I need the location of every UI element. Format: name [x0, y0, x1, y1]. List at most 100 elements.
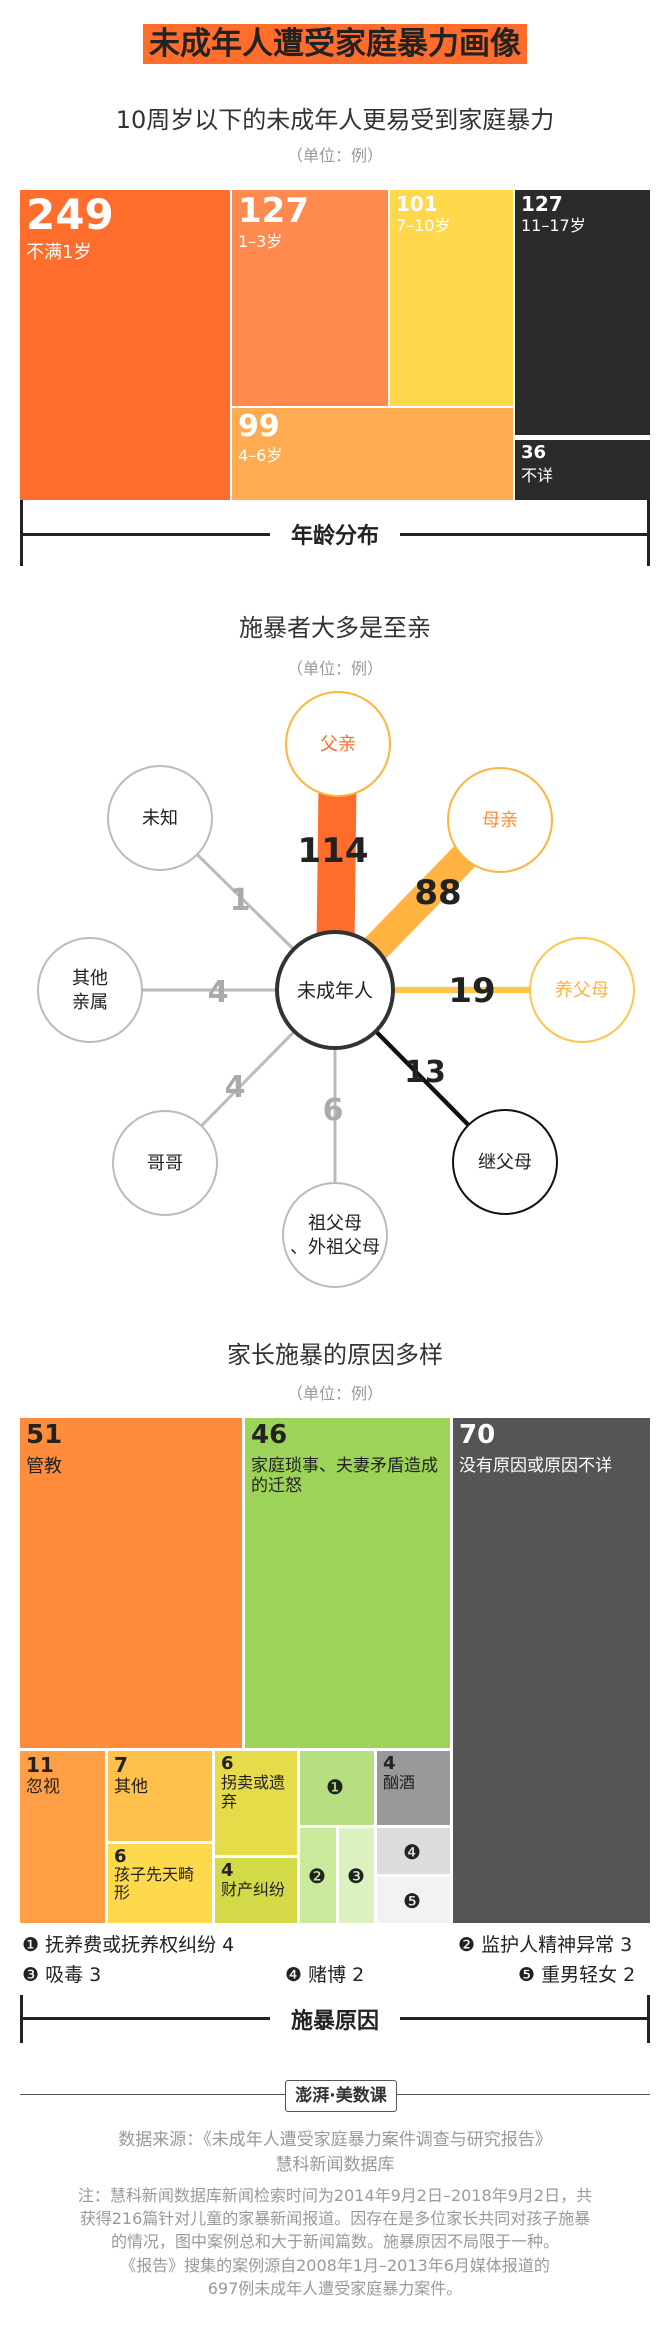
link-value-5: 4	[225, 1070, 246, 1105]
section2-unit: （单位：例）	[286, 659, 383, 678]
tile-son-preference: ❺	[377, 1877, 450, 1923]
legend-mental: ❷ 监护人精神异常 3	[458, 1930, 632, 1957]
tile-value: 70	[459, 1420, 496, 1450]
tile-label: 不满1岁	[26, 242, 92, 263]
tile-value: 99	[238, 409, 280, 444]
node-0	[285, 691, 391, 797]
tile-birth-defect: 6 孩子先天畸形	[108, 1844, 212, 1923]
marker-2: ❷	[308, 1864, 326, 1888]
node-label-2: 养父母	[555, 980, 609, 1001]
tile-label: 4–6岁	[238, 446, 283, 465]
legend-value: 2	[623, 1964, 636, 1986]
legend-value: 2	[352, 1964, 365, 1986]
age-treemap: 249 不满1岁 127 1–3岁 99 4–6岁 101 7–10岁 127 …	[20, 190, 650, 500]
tile-trafficking: 6 拐卖或遗弃	[215, 1751, 297, 1855]
note-line: 注：慧科新闻数据库新闻检索时间为2014年9月2日–2018年9月2日，共	[77, 2186, 593, 2205]
tile-gambling: ❹	[377, 1828, 450, 1874]
tile-value: 4	[383, 1753, 396, 1774]
link-value-1: 88	[414, 873, 461, 913]
tile-under-1: 249 不满1岁	[20, 190, 230, 500]
reason-treemap: 51 管教 46 家庭琐事、夫妻矛盾造成的迁怒 70 没有原因或原因不详 11 …	[20, 1418, 650, 1923]
marker-3: ❸	[347, 1864, 365, 1888]
tile-1-3: 127 1–3岁	[232, 190, 388, 406]
tile-family-conflict: 46 家庭琐事、夫妻矛盾造成的迁怒	[245, 1418, 450, 1748]
note-line: 获得216篇针对儿童的家暴新闻报道。因存在是多位家长共同对孩子施暴	[79, 2209, 591, 2229]
legend-drugs: ❸ 吸毒 3	[22, 1960, 101, 1987]
section3-title: 家长施暴的原因多样	[227, 1341, 443, 1369]
legend-son-preference: ❺ 重男轻女 2	[518, 1960, 635, 1987]
note-line: 697例未成年人遭受家庭暴力案件。	[207, 2278, 463, 2298]
node-label-6: 其他亲属	[72, 968, 108, 1013]
tile-value: 101	[396, 192, 438, 216]
main-title: 未成年人遭受家庭暴力画像	[0, 18, 670, 64]
tile-label: 酗酒	[383, 1773, 416, 1792]
section2-title: 施暴者大多是至亲	[239, 614, 431, 642]
legend-marker: ❶	[22, 1934, 40, 1956]
node-label-7: 未知	[142, 808, 178, 829]
legend-marker: ❺	[518, 1964, 536, 1986]
tile-label: 拐卖或遗弃	[221, 1773, 286, 1812]
tile-label: 7–10岁	[396, 216, 451, 235]
tile-alcohol: 4 酗酒	[377, 1751, 450, 1825]
legend-label: 吸毒	[45, 1964, 84, 1986]
marker-4: ❹	[403, 1840, 421, 1864]
brand-logo: 澎湃·美数课	[285, 2080, 397, 2112]
node-6	[37, 937, 143, 1043]
tile-value: 36	[521, 442, 547, 463]
tile-discipline: 51 管教	[20, 1418, 242, 1748]
tile-value: 127	[521, 192, 563, 216]
marker-5: ❺	[403, 1889, 421, 1913]
tile-drugs: ❸	[339, 1828, 374, 1923]
node-7	[107, 765, 213, 871]
link-value-0: 114	[298, 831, 369, 871]
tile-other: 7 其他	[108, 1751, 212, 1841]
link-value-2: 19	[448, 971, 495, 1011]
tile-value: 7	[114, 1753, 128, 1777]
tile-value: 249	[26, 190, 114, 239]
legend-marker: ❸	[22, 1964, 40, 1986]
tile-value: 6	[114, 1846, 127, 1867]
source-line: 慧科新闻数据库	[275, 2154, 395, 2175]
section1-unit: （单位：例）	[286, 146, 383, 165]
tile-label: 家庭琐事、夫妻矛盾造成的迁怒	[251, 1456, 438, 1497]
tile-no-reason: 70 没有原因或原因不详	[453, 1418, 650, 1923]
legend-custody: ❶ 抚养费或抚养权纠纷 4	[22, 1930, 234, 1957]
footer-note: 注：慧科新闻数据库新闻检索时间为2014年9月2日–2018年9月2日，共 获得…	[0, 2184, 670, 2300]
note-line: 的情况，图中案例总和大于新闻篇数。施暴原因不局限于一种。	[110, 2232, 559, 2252]
node-1	[447, 767, 553, 873]
legend-label: 监护人精神异常	[481, 1934, 615, 1956]
link-value-6: 4	[208, 975, 229, 1010]
legend-value: 4	[222, 1934, 235, 1956]
tile-value: 51	[26, 1420, 63, 1450]
node-label-5: 哥哥	[147, 1153, 183, 1174]
node-label-4: 祖父母、外祖父母	[290, 1213, 380, 1258]
tile-value: 46	[251, 1420, 288, 1450]
tile-value: 4	[221, 1860, 234, 1881]
tile-11-17: 127 11–17岁	[515, 190, 650, 435]
tile-unknown: 36 不详	[515, 440, 650, 500]
node-label-3: 继父母	[478, 1152, 532, 1173]
legend-value: 3	[89, 1964, 102, 1986]
node-2	[529, 937, 635, 1043]
tile-label: 财产纠纷	[221, 1880, 286, 1899]
section1-title: 10周岁以下的未成年人更易受到家庭暴力	[115, 106, 555, 134]
tile-label: 1–3岁	[238, 232, 283, 251]
link-value-7: 1	[230, 883, 251, 918]
bracket-label: 年龄分布	[270, 518, 400, 550]
center-label: 未成年人	[297, 980, 373, 1002]
tile-label: 其他	[114, 1777, 148, 1797]
tile-value: 127	[238, 191, 309, 231]
tile-4-6: 99 4–6岁	[232, 408, 513, 500]
bracket-label: 施暴原因	[270, 2003, 400, 2035]
section3-unit: （单位：例）	[286, 1384, 383, 1403]
main-title-text: 未成年人遭受家庭暴力画像	[143, 24, 527, 64]
tile-label: 孩子先天畸形	[114, 1865, 195, 1903]
node-label-1: 母亲	[482, 810, 518, 831]
center-node	[275, 930, 395, 1050]
node-label-0: 父亲	[320, 734, 356, 755]
tile-label: 11–17岁	[521, 216, 586, 235]
tile-label: 没有原因或原因不详	[459, 1456, 612, 1476]
legend-marker: ❹	[285, 1964, 303, 1986]
link-value-3: 13	[404, 1055, 446, 1090]
